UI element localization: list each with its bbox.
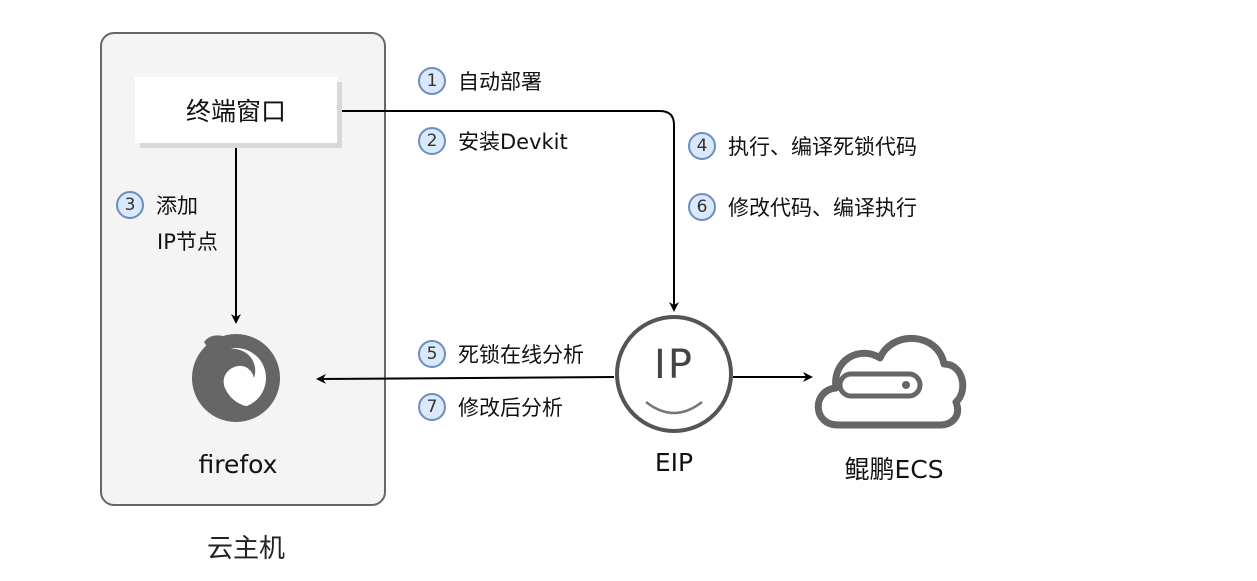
step-3-label: 3 添加 IP节点 bbox=[116, 190, 218, 256]
step-6-label: 6 修改代码、编译执行 bbox=[688, 192, 917, 222]
step-4-label: 4 执行、编译死锁代码 bbox=[688, 131, 917, 161]
step-5-text: 死锁在线分析 bbox=[458, 343, 584, 367]
step-7-badge: 7 bbox=[418, 393, 446, 421]
step-5-badge: 5 bbox=[418, 340, 446, 368]
firefox-label: firefox bbox=[198, 450, 278, 479]
step-4-badge: 4 bbox=[688, 132, 716, 160]
step-1-text: 自动部署 bbox=[458, 70, 542, 94]
step-2-label: 2 安装Devkit bbox=[418, 126, 568, 156]
ecs-cloud-icon bbox=[814, 334, 967, 429]
step-6-badge: 6 bbox=[688, 193, 716, 221]
eip-label: EIP bbox=[654, 448, 694, 477]
terminal-window-label: 终端窗口 bbox=[185, 97, 286, 126]
eip-icon-glyph: IP bbox=[654, 342, 694, 388]
cloud-host-label: 云主机 bbox=[206, 534, 285, 564]
step-3-text-line2: IP节点 bbox=[157, 230, 218, 254]
eip-icon bbox=[615, 315, 733, 433]
step-7-text: 修改后分析 bbox=[458, 396, 563, 420]
step-1-label: 1 自动部署 bbox=[418, 66, 542, 96]
step-3-badge: 3 bbox=[116, 191, 144, 219]
step-3-text-line1: 添加 bbox=[156, 194, 198, 218]
eip-to-firefox-connector bbox=[316, 373, 615, 384]
firefox-icon bbox=[192, 334, 280, 422]
step-2-badge: 2 bbox=[418, 127, 446, 155]
terminal-to-eip-connector bbox=[337, 110, 679, 312]
terminal-window-node: 终端窗口 bbox=[135, 77, 337, 143]
step-7-label: 7 修改后分析 bbox=[418, 392, 563, 422]
step-6-text: 修改代码、编译执行 bbox=[728, 196, 917, 220]
step-4-text: 执行、编译死锁代码 bbox=[728, 135, 917, 159]
step-1-badge: 1 bbox=[418, 67, 446, 95]
ecs-label: 鲲鹏ECS bbox=[844, 455, 944, 484]
step-2-text: 安装Devkit bbox=[458, 130, 568, 154]
step-5-label: 5 死锁在线分析 bbox=[418, 339, 584, 369]
